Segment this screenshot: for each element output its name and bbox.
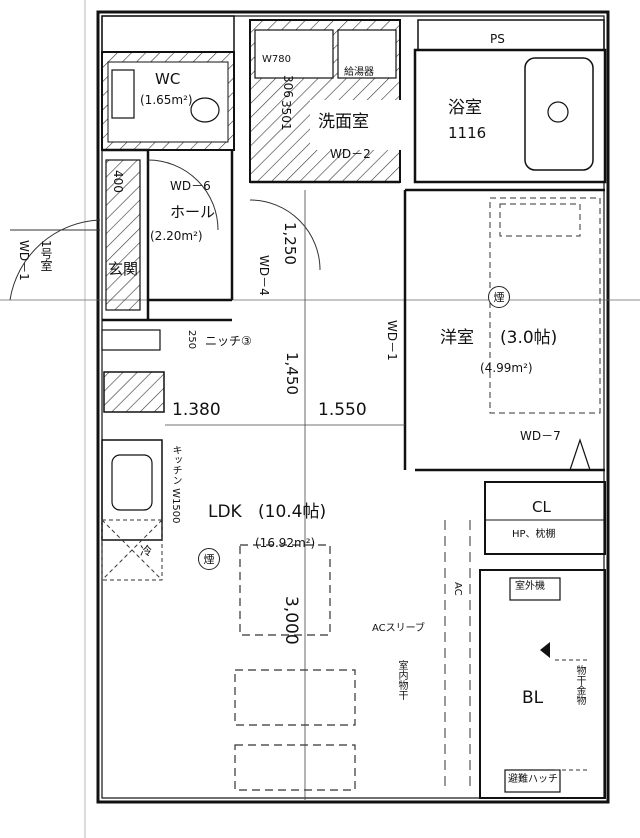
kitchen-counter-label: キッチン W1500	[170, 445, 181, 524]
escape-hatch-label: 避難ハッチ	[508, 774, 558, 785]
toilet-bowl	[190, 97, 220, 123]
balcony-label: BL	[522, 688, 544, 708]
closet-box	[484, 481, 606, 555]
ldk-label: LDK	[208, 502, 242, 522]
entrance-door: WD－1	[17, 240, 31, 281]
wc-area: (1.65m²)	[140, 93, 193, 107]
smoke-detector-icon: 煙	[488, 286, 510, 308]
dim-400: 400	[111, 170, 125, 193]
dim-3000: 3,000	[281, 596, 301, 645]
ps-label: PS	[490, 32, 505, 46]
washroom-door: WD－2	[330, 147, 371, 161]
ps-shaft	[417, 19, 605, 51]
washer-label: W780	[262, 54, 291, 65]
entrance-door-swing	[9, 219, 101, 301]
bath-size: 1116	[448, 124, 487, 142]
fridge-label: 冷	[140, 544, 153, 558]
hall-door: WD－6	[170, 179, 211, 193]
western-label: 洋室	[440, 328, 474, 348]
interior-drying-rail: 室内物干	[396, 660, 407, 700]
washroom-label: 洗面室	[318, 112, 369, 132]
entrance-label: 玄関	[108, 260, 139, 278]
western-tatami: (3.0帖)	[500, 328, 558, 348]
drying-rail-label: 物干金物	[574, 665, 585, 705]
western-area: (4.99m²)	[480, 361, 533, 375]
closet-door: WD－7	[520, 429, 561, 443]
sink	[111, 454, 153, 511]
hatch-box	[504, 769, 561, 793]
western-door: WD－1	[385, 320, 399, 361]
ldk-furniture	[234, 544, 356, 791]
dim-1380: 1.380	[172, 400, 221, 420]
dim-3501: 3501	[279, 100, 293, 131]
entrance-room-number: 1号室	[39, 240, 53, 272]
ac-label: AC	[452, 582, 463, 596]
toilet-tank	[111, 69, 135, 119]
washer-space	[254, 29, 334, 79]
balcony-area	[479, 569, 606, 799]
kitchen-counter	[101, 439, 163, 541]
closet-contents: HP、枕棚	[512, 529, 556, 540]
dim-1550: 1.550	[318, 400, 367, 420]
outdoor-unit-label: 室外機	[515, 581, 545, 592]
niche	[101, 329, 161, 351]
dim-306: 306	[281, 75, 295, 98]
bathtub	[524, 57, 594, 171]
ac-sleeve-label: ACスリーブ	[372, 623, 426, 634]
fridge-space	[101, 519, 163, 581]
wd4-swing	[249, 199, 321, 271]
stove	[103, 371, 165, 413]
ldk-tatami: (10.4帖)	[258, 502, 327, 522]
dim-1250: 1,250	[281, 222, 299, 265]
water-heater-box	[337, 29, 397, 79]
water-heater-label: 給湯器	[344, 67, 374, 78]
dim-1450: 1,450	[283, 352, 301, 395]
dim-250: 250	[186, 330, 197, 350]
balcony-arrow	[540, 642, 550, 658]
bed-outline	[489, 197, 601, 414]
bath-label: 浴室	[448, 98, 482, 118]
wd4-label: WD－4	[257, 255, 271, 296]
outer-walls	[96, 10, 610, 804]
closet-label: CL	[532, 498, 551, 516]
dimension-lines	[165, 190, 405, 800]
wc-label: WC	[155, 70, 181, 88]
shoe-cabinet	[105, 159, 141, 311]
outdoor-unit-box	[509, 577, 561, 601]
ldk-smoke-detector-icon: 煙	[198, 548, 220, 570]
hall-label: ホール	[170, 203, 216, 221]
hall-area: (2.20m²)	[150, 229, 203, 243]
niche-label: ニッチ③	[205, 334, 252, 348]
ldk-area: (16.92m²)	[255, 536, 316, 550]
